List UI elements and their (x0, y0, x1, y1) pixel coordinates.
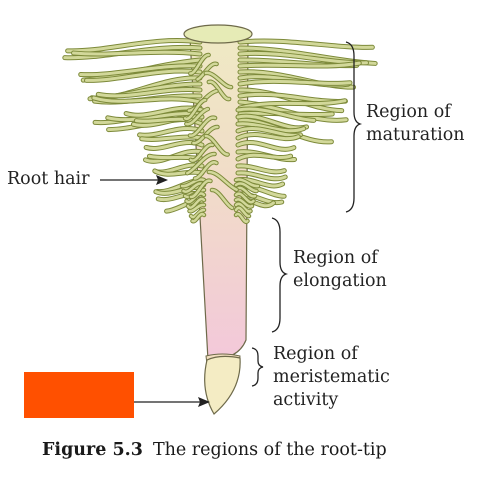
label-line: maturation (366, 125, 465, 145)
root-hair (238, 99, 347, 110)
root-hair (191, 212, 206, 223)
root-hair (185, 107, 210, 126)
root-hair (189, 179, 212, 199)
root-hair (207, 80, 231, 101)
root-hair (186, 197, 206, 209)
root-hair (72, 50, 202, 56)
root-hair (96, 88, 202, 98)
occluding-label-box (24, 372, 134, 418)
figure-number: Figure 5.3 (42, 440, 143, 460)
root-hair (234, 202, 252, 213)
root-hair (236, 107, 316, 122)
label-root-hair: Root hair (7, 169, 90, 189)
root-hair (238, 79, 352, 86)
root-hair (85, 69, 202, 82)
figure-title: The regions of the root-tip (152, 440, 387, 460)
label-region-maturation: Region of maturation (366, 101, 465, 147)
root-cap (204, 355, 241, 415)
brace-meristem (251, 347, 264, 387)
figure-caption: Figure 5.3 The regions of the root-tip (42, 440, 387, 460)
root-hair (188, 116, 217, 137)
root-hair (189, 143, 214, 162)
root-hair (92, 96, 202, 104)
root-hair (180, 178, 206, 188)
root-hair (153, 169, 204, 176)
label-region-meristem: Region of meristematic activity (273, 343, 390, 412)
root-hair (234, 206, 251, 218)
root-hair (204, 71, 233, 89)
root-hair (234, 198, 254, 208)
label-line: elongation (293, 271, 387, 291)
root-hair (236, 171, 287, 181)
root-hair (138, 126, 204, 137)
root-hair (140, 135, 204, 141)
root-hair (210, 188, 234, 210)
root-hair (238, 61, 361, 68)
root-hair (66, 39, 202, 53)
label-line: meristematic (273, 367, 390, 387)
root-hair (234, 192, 255, 204)
root-hair (193, 161, 218, 180)
root-hair (238, 39, 374, 49)
root-hair (207, 170, 238, 191)
root-hair (236, 153, 293, 161)
root-hair (188, 203, 206, 213)
root-hair (234, 212, 249, 224)
brace-maturation (345, 41, 363, 213)
root-hair (238, 88, 344, 113)
label-line: activity (273, 390, 339, 410)
root-hair (236, 164, 286, 174)
root-top-cut (183, 24, 253, 44)
root-hair (189, 208, 206, 219)
label-line: Region of (366, 102, 451, 122)
root-hair (183, 98, 207, 121)
root-hair (186, 152, 216, 175)
root-hair (189, 53, 210, 75)
root-hair (196, 62, 218, 81)
cap-arrowhead (198, 397, 210, 407)
root-hair (234, 182, 258, 193)
label-region-elongation: Region of elongation (293, 247, 387, 293)
brace-elongation (271, 217, 289, 333)
root-hair (79, 64, 202, 77)
root-hair-cluster (62, 38, 378, 225)
label-line: Region of (273, 344, 358, 364)
root-hair (236, 132, 300, 141)
root-hair (236, 140, 296, 151)
root-hair-arrowhead (156, 175, 168, 185)
root-hair (234, 178, 260, 188)
root-hair (204, 134, 229, 156)
label-line: Region of (293, 248, 378, 268)
root-hair (154, 185, 204, 195)
root-hair (236, 122, 306, 133)
